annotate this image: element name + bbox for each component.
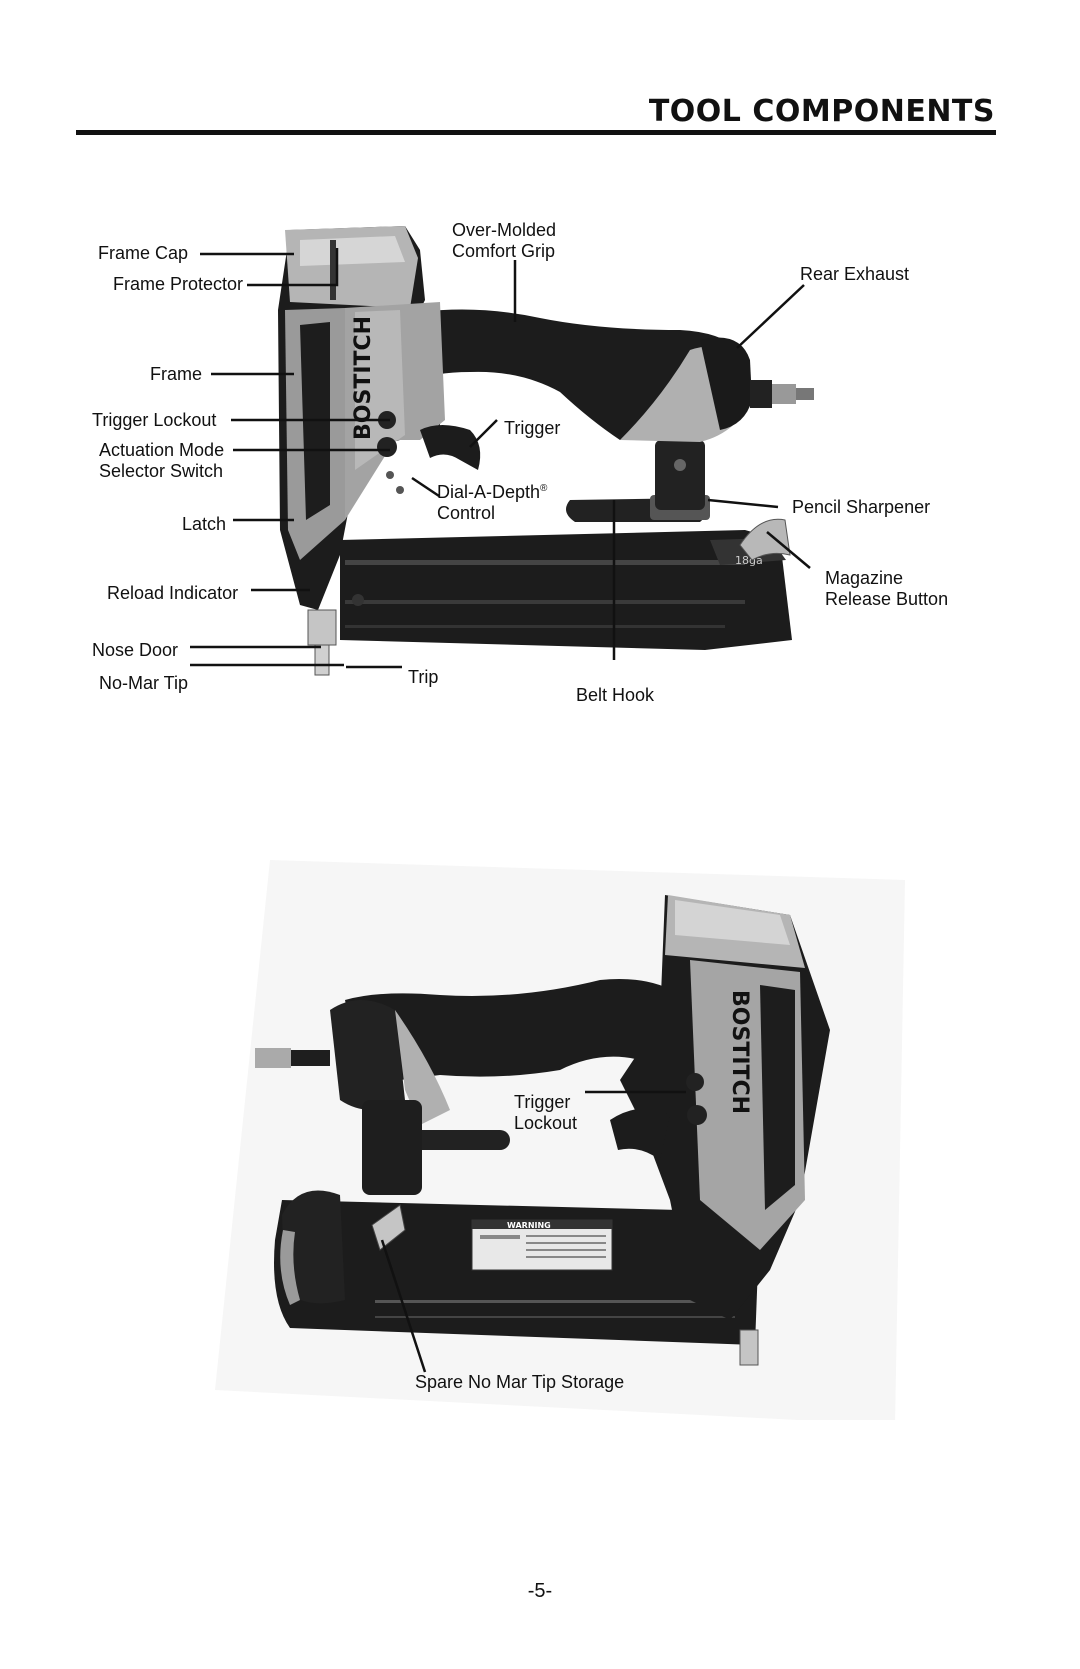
label-actuation-mode: Actuation Mode Selector Switch [99,440,224,482]
label-trigger-lockout-2: Trigger Lockout [514,1092,577,1134]
label-trip: Trip [408,667,439,687]
label-latch: Latch [182,514,227,534]
label-dial-a-depth-text: Dial-A-Depth [437,482,541,502]
leader-lines-2 [380,1090,686,1373]
label-spare-tip-storage: Spare No Mar Tip Storage [415,1372,625,1392]
label-frame-cap: Frame Cap [98,243,189,263]
label-actuation-mode-line1: Actuation Mode [99,440,225,460]
label-over-molded-line2: Comfort Grip [452,241,556,261]
page-number: -5- [527,1580,553,1602]
magazine-illustration: 18ga [340,518,792,650]
frame-head-illustration: BOSTITCH [278,226,445,676]
label-magazine-release: Magazine Release Button [825,568,948,610]
label-nose-door: Nose Door [92,640,179,660]
label-rear-exhaust: Rear Exhaust [800,264,910,284]
brand-text-2: BOSTITCH [727,990,752,1114]
label-no-mar-tip: No-Mar Tip [99,673,189,693]
leader-lines [190,248,811,669]
label-trigger: Trigger [504,418,561,438]
label-magazine-line2: Release Button [825,589,949,609]
trigger-illustration [420,425,481,470]
label-trigger-lockout: Trigger Lockout [92,410,217,430]
label-pencil-sharpener: Pencil Sharpener [792,497,931,517]
label-actuation-mode-line2: Selector Switch [99,461,224,481]
label-frame: Frame [150,364,203,384]
title-rule [76,130,996,135]
label-control: Control [437,503,496,523]
label-dial-a-depth: Dial-A-Depth® Control [437,482,547,524]
label-over-molded-grip: Over-Molded Comfort Grip [452,220,556,262]
label-trigger-lockout-2-line2: Lockout [514,1113,578,1133]
label-over-molded-line1: Over-Molded [452,220,557,240]
registered-mark: ® [540,483,548,494]
label-frame-protector: Frame Protector [113,274,244,294]
page-title: TOOL COMPONENTS [648,94,995,129]
label-reload-indicator: Reload Indicator [107,583,239,603]
warning-label-text: WARNING [507,1221,551,1230]
label-belt-hook: Belt Hook [576,685,655,705]
nailer-opposite-view-figure: WARNING BOSTITCH [255,895,830,1373]
label-magazine-line1: Magazine [825,568,904,588]
label-trigger-lockout-2-line1: Trigger [514,1092,571,1112]
nailer-side-view-figure: 18ga BOSTITCH [190,226,814,676]
